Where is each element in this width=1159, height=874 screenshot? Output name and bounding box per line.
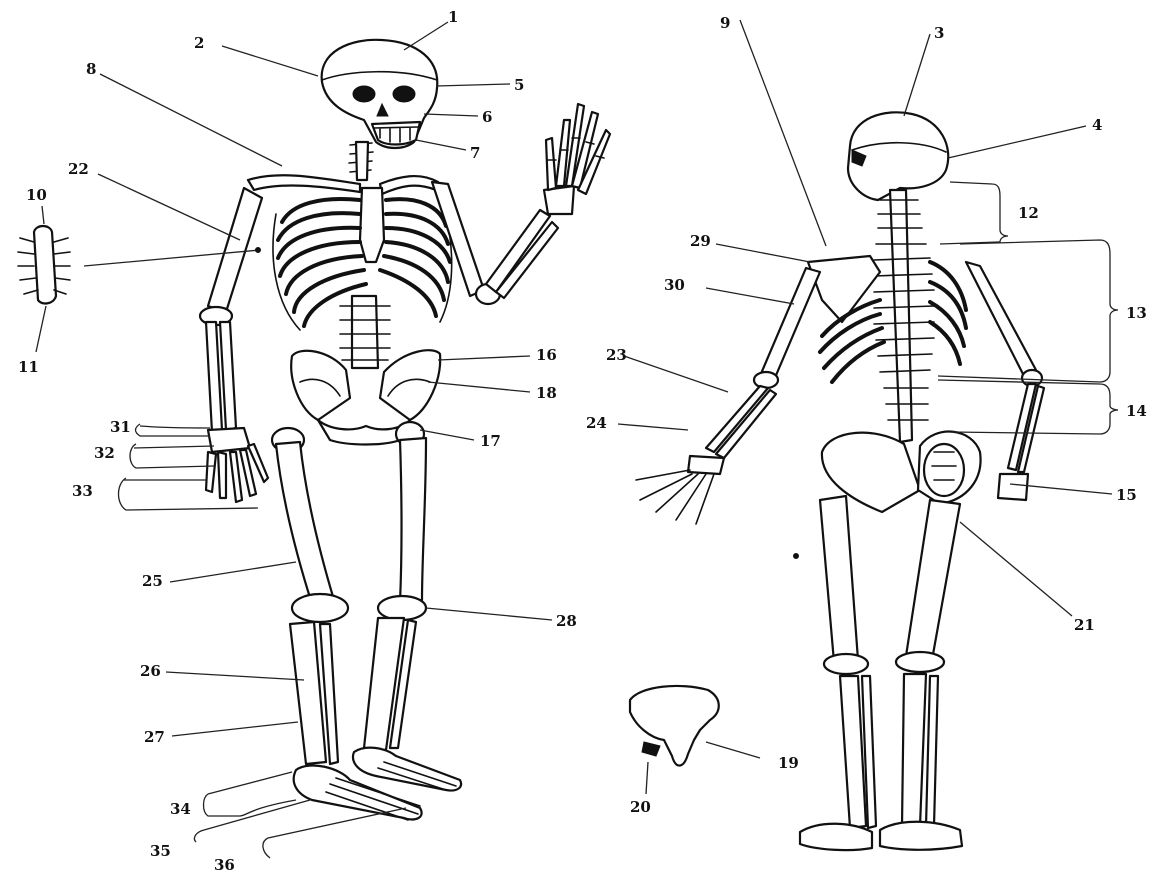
label-33: 33 xyxy=(72,482,93,500)
front-clavicle-left xyxy=(248,175,360,192)
label-16: 16 xyxy=(536,346,557,364)
isolated-hip-bone xyxy=(630,686,719,766)
label-4: 4 xyxy=(1092,116,1102,134)
label-2: 2 xyxy=(194,34,204,52)
label-3: 3 xyxy=(934,24,944,42)
label-24: 24 xyxy=(586,414,607,432)
label-29: 29 xyxy=(690,232,711,250)
label-26: 26 xyxy=(140,662,161,680)
label-22: 22 xyxy=(68,160,89,178)
label-27: 27 xyxy=(144,728,165,746)
label-17: 17 xyxy=(480,432,501,450)
label-34: 34 xyxy=(170,800,191,818)
label-8: 8 xyxy=(86,60,96,78)
label-6: 6 xyxy=(482,108,492,126)
back-skeleton xyxy=(636,112,1044,850)
label-13: 13 xyxy=(1126,304,1147,322)
label-30: 30 xyxy=(664,276,685,294)
label-19: 19 xyxy=(778,754,799,772)
front-arm-left xyxy=(200,188,268,502)
front-skull xyxy=(322,40,438,148)
front-arm-right xyxy=(432,104,610,304)
label-1: 1 xyxy=(448,8,458,26)
front-clavicle-right xyxy=(380,176,438,194)
label-10: 10 xyxy=(26,186,47,204)
front-lumbar-spine xyxy=(340,296,390,368)
label-5: 5 xyxy=(514,76,524,94)
back-arm-left xyxy=(636,268,820,524)
back-legs xyxy=(800,496,962,850)
label-18: 18 xyxy=(536,384,557,402)
front-legs xyxy=(272,422,461,820)
label-28: 28 xyxy=(556,612,577,630)
label-14: 14 xyxy=(1126,402,1147,420)
number-labels: 1 2 3 4 5 6 7 8 9 10 11 12 13 14 15 16 1… xyxy=(18,8,1147,874)
back-spine xyxy=(874,190,934,442)
label-31: 31 xyxy=(110,418,131,436)
label-9: 9 xyxy=(720,14,730,32)
isolated-vertebra xyxy=(18,226,70,303)
label-12: 12 xyxy=(1018,204,1039,222)
back-scapula xyxy=(808,256,880,322)
label-35: 35 xyxy=(150,842,171,860)
label-21: 21 xyxy=(1074,616,1095,634)
front-sternum xyxy=(360,188,384,262)
label-20: 20 xyxy=(630,798,651,816)
front-cervical-spine xyxy=(349,142,373,180)
label-25: 25 xyxy=(142,572,163,590)
label-11: 11 xyxy=(18,358,39,376)
label-15: 15 xyxy=(1116,486,1137,504)
label-23: 23 xyxy=(606,346,627,364)
label-32: 32 xyxy=(94,444,115,462)
front-skeleton xyxy=(200,40,610,820)
label-7: 7 xyxy=(470,144,480,162)
label-36: 36 xyxy=(214,856,235,874)
